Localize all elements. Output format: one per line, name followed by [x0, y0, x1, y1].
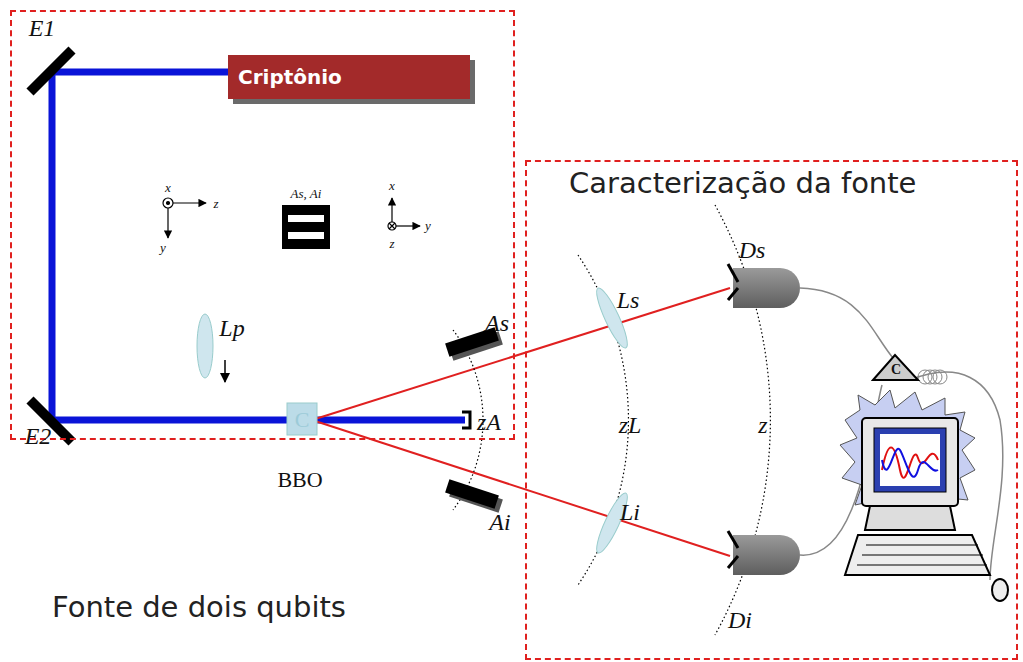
mirror — [30, 50, 72, 92]
computer-icon — [840, 390, 1008, 601]
signal-beam — [312, 288, 730, 420]
part-label: As — [485, 310, 509, 337]
aperture-icon — [282, 205, 330, 249]
part-label: As, Ai — [291, 186, 322, 202]
pump-beam — [52, 72, 470, 420]
part-label: C — [295, 407, 310, 433]
part-label: Lp — [219, 315, 244, 342]
part-label: z — [389, 236, 394, 252]
detector — [728, 531, 800, 575]
cable-coil — [918, 370, 947, 384]
part-label: Li — [620, 499, 640, 526]
laser-name: Criptônio — [238, 65, 342, 89]
detector — [728, 264, 800, 308]
axes — [163, 198, 206, 238]
region-heading: Caracterização da fonte — [569, 166, 916, 200]
part-label: Ai — [489, 509, 510, 536]
part-label: E1 — [29, 15, 56, 42]
part-label: zL — [619, 412, 642, 439]
part-label: zA — [477, 409, 501, 436]
part-label: Ds — [739, 237, 766, 264]
lens — [197, 314, 213, 378]
part-label: Ls — [617, 287, 640, 314]
aperture — [445, 479, 503, 512]
part-label: z — [758, 412, 767, 439]
part-label: y — [425, 218, 431, 234]
axes — [388, 198, 420, 230]
part-label: C — [891, 362, 901, 378]
beam-stop — [462, 412, 470, 428]
region-frame: Fonte de dois qubitsCriptônio — [10, 10, 515, 440]
cable — [800, 288, 893, 358]
part-label: x — [165, 180, 171, 196]
bbo-crystal — [287, 403, 317, 435]
region-heading: Fonte de dois qubits — [52, 590, 346, 624]
part-label: z — [213, 196, 218, 212]
idler-beam — [312, 420, 730, 556]
part-label: E2 — [25, 423, 52, 450]
part-label: x — [389, 178, 395, 194]
part-label: y — [160, 240, 166, 256]
region-frame: Caracterização da fonte — [525, 160, 1018, 660]
part-label: BBO — [277, 467, 322, 493]
coincidence-counter — [873, 355, 918, 380]
laser-box: Criptônio — [228, 55, 470, 99]
part-label: Di — [728, 607, 752, 634]
translation-arrow — [224, 360, 226, 382]
